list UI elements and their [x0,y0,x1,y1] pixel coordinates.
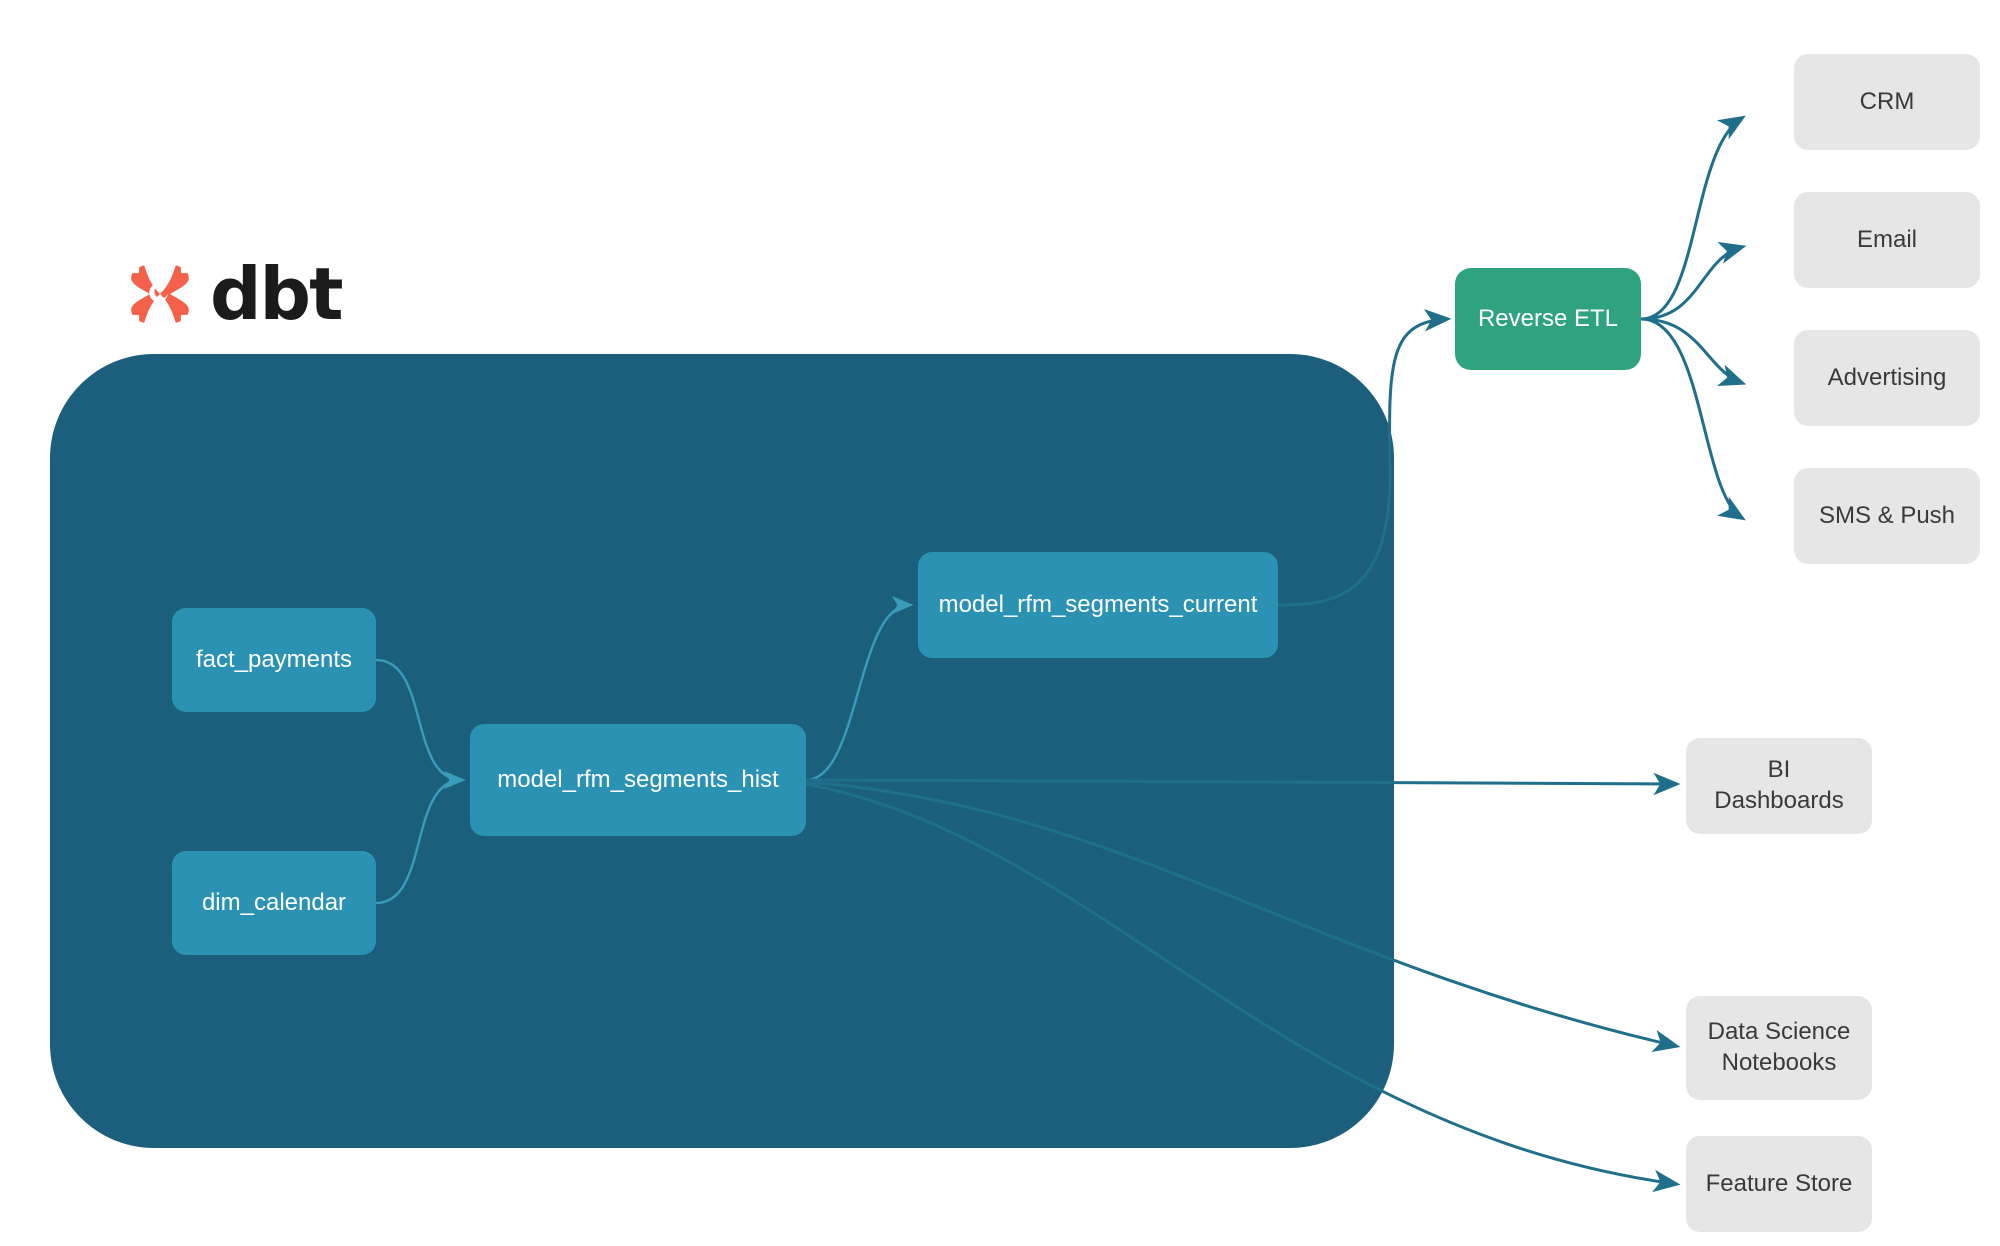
node-crm[interactable]: CRM [1794,54,1980,150]
node-advertising-label: Advertising [1827,363,1947,391]
node-feature-store[interactable]: Feature Store [1686,1136,1872,1232]
node-advertising[interactable]: Advertising [1794,330,1980,426]
node-feature-store-label: Feature Store [1705,1169,1853,1197]
dbt-wordmark: dbt [210,252,343,336]
node-crm-label: CRM [1859,87,1915,115]
dbt-brand-lockup: dbt [124,252,343,336]
node-dim-calendar-label: dim_calendar [201,888,347,916]
node-sms-push[interactable]: SMS & Push [1794,468,1980,564]
node-model-rfm-segments-hist[interactable]: model_rfm_segments_hist [470,724,806,836]
node-bi-dashboards-label: BI Dashboards [1714,756,1844,814]
node-fact-payments[interactable]: fact_payments [172,608,376,712]
node-reverse-etl-label: Reverse ETL [1477,304,1619,332]
node-model-rfm-segments-hist-label: model_rfm_segments_hist [497,765,779,793]
node-email-label: Email [1856,225,1917,253]
node-email[interactable]: Email [1794,192,1980,288]
node-dim-calendar[interactable]: dim_calendar [172,851,376,955]
dbt-logo-icon [131,265,189,323]
node-bi-dashboards[interactable]: BI Dashboards [1686,738,1872,834]
edge-reverse-etl-to-crm [1640,115,1746,321]
node-reverse-etl[interactable]: Reverse ETL [1455,268,1641,370]
node-sms-push-label: SMS & Push [1818,501,1956,529]
edge-reverse-etl-to-email [1640,241,1747,321]
node-model-rfm-segments-current[interactable]: model_rfm_segments_current [918,552,1278,658]
node-model-rfm-segments-current-label: model_rfm_segments_current [938,590,1258,618]
node-fact-payments-label: fact_payments [195,645,353,673]
edge-reverse-etl-to-advertising [1640,317,1747,386]
edge-reverse-etl-to-sms-push [1640,317,1746,521]
